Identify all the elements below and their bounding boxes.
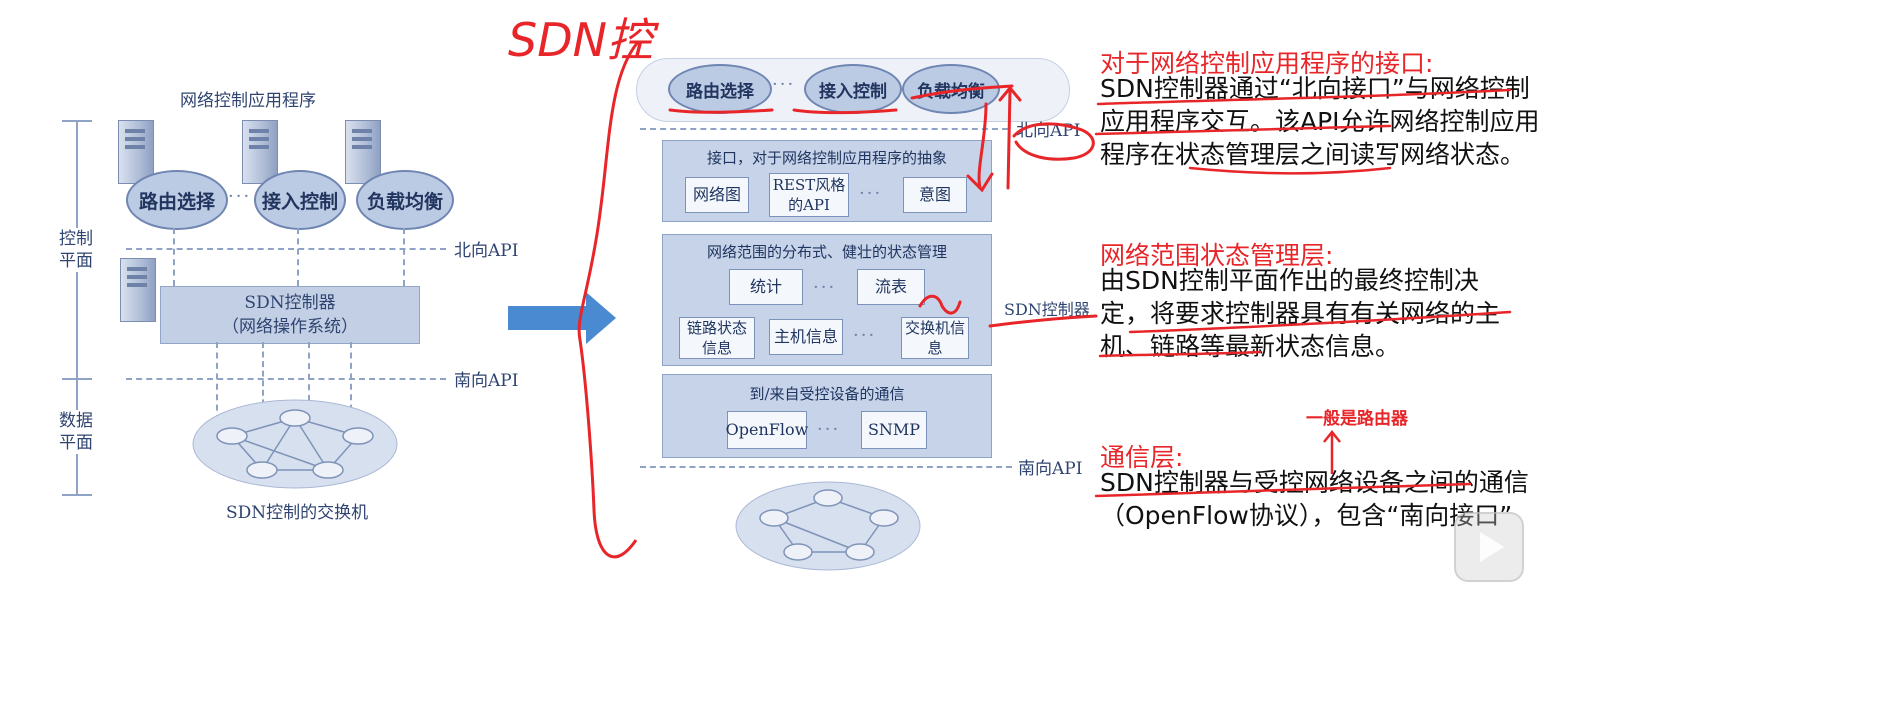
switch-info-box: 交换机信息 — [901, 317, 969, 359]
northbound-line — [126, 248, 446, 250]
ellipsis: ··· — [859, 183, 883, 204]
state-management-layer: 网络范围的分布式、健壮的状态管理 统计 ··· 流表 链路状态信息 主机信息 ·… — [662, 234, 992, 366]
link-state-box: 链路状态信息 — [679, 317, 755, 359]
southbound-api-label: 南向API — [454, 371, 519, 391]
comm-layer-title: 到/来自受控设备的通信 — [749, 385, 905, 403]
connector-line — [308, 342, 310, 422]
app-load-balancing: 负载均衡 — [356, 170, 454, 230]
handwritten-bracket — [577, 41, 640, 559]
ellipsis: ··· — [853, 325, 877, 346]
state-body: 由SDN控制平面作出的最终控制决定，将要求控制器具有有关网络的主机、链路等最新状… — [1100, 266, 1501, 361]
bracket-tick — [62, 494, 92, 496]
connector-line — [173, 228, 175, 286]
ellipsis: ··· — [813, 277, 837, 298]
connector-line — [350, 342, 352, 442]
rest-api-box: REST风格的API — [769, 173, 849, 217]
server-icon — [345, 120, 381, 184]
ellipsis: ··· — [772, 74, 796, 95]
comm-heading: 通信层: — [1100, 443, 1184, 472]
openflow-box: OpenFlow — [726, 411, 808, 449]
host-info-box: 主机信息 — [769, 319, 843, 355]
handwritten-marks — [668, 84, 1098, 328]
network-graph-box: 网络图 — [685, 177, 749, 213]
bracket-tick — [62, 378, 92, 380]
app-access-control: 接入控制 — [804, 64, 902, 114]
plane-bracket — [76, 120, 78, 496]
southbound-api-label: 南向API — [1018, 459, 1083, 479]
ellipsis: ··· — [228, 186, 252, 207]
bracket-tick — [62, 120, 92, 122]
connector-line — [297, 228, 299, 286]
southbound-line — [640, 466, 1012, 468]
statistics-box: 统计 — [729, 269, 803, 305]
state-layer-title: 网络范围的分布式、健壮的状态管理 — [706, 243, 947, 261]
communication-layer: 到/来自受控设备的通信 OpenFlow ··· SNMP — [662, 374, 992, 458]
play-watermark-icon[interactable] — [1454, 512, 1524, 582]
controller-title: SDN控制器 — [244, 293, 336, 313]
arrow-right-icon — [508, 292, 616, 344]
controller-server-icon — [120, 258, 156, 322]
arrow-up-icon — [1323, 429, 1341, 474]
app-routing: 路由选择 — [668, 64, 772, 114]
text-underline-marks — [1094, 88, 1512, 498]
southbound-line — [126, 378, 446, 380]
connector-line — [262, 342, 264, 434]
apps-title: 网络控制应用程序 — [180, 91, 316, 111]
comm-body: SDN控制器与受控网络设备之间的通信（OpenFlow协议），包含“南向接口” — [1100, 468, 1529, 530]
switch-network-icon — [735, 481, 921, 571]
controller-subtitle: （网络操作系统） — [222, 317, 358, 337]
switches-label: SDN控制的交换机 — [226, 503, 369, 523]
sdn-controller-label: SDN控制器 — [1004, 300, 1090, 319]
sdn-controller-box: SDN控制器 （网络操作系统） — [160, 286, 420, 344]
control-plane-label: 控制平面 — [58, 228, 94, 272]
app-routing: 路由选择 — [126, 170, 228, 230]
interface-layer-title: 接口，对于网络控制应用程序的抽象 — [706, 149, 947, 167]
snmp-box: SNMP — [861, 411, 927, 449]
interface-heading: 对于网络控制应用程序的接口: — [1100, 49, 1434, 78]
intent-box: 意图 — [903, 177, 967, 213]
state-heading: 网络范围状态管理层: — [1100, 241, 1334, 270]
flow-table-box: 流表 — [857, 269, 925, 305]
northbound-line — [640, 128, 1008, 130]
connector-line — [216, 342, 218, 442]
interface-layer: 接口，对于网络控制应用程序的抽象 网络图 REST风格的API ··· 意图 — [662, 140, 992, 222]
northbound-api-label: 北向API — [454, 241, 519, 261]
app-access-control: 接入控制 — [254, 170, 346, 230]
switch-network-icon — [192, 399, 398, 489]
router-note: 一般是路由器 — [1306, 409, 1408, 429]
server-icon — [242, 120, 278, 184]
connector-line — [403, 228, 405, 286]
ellipsis: ··· — [817, 419, 841, 440]
data-plane-label: 数据平面 — [58, 410, 94, 454]
